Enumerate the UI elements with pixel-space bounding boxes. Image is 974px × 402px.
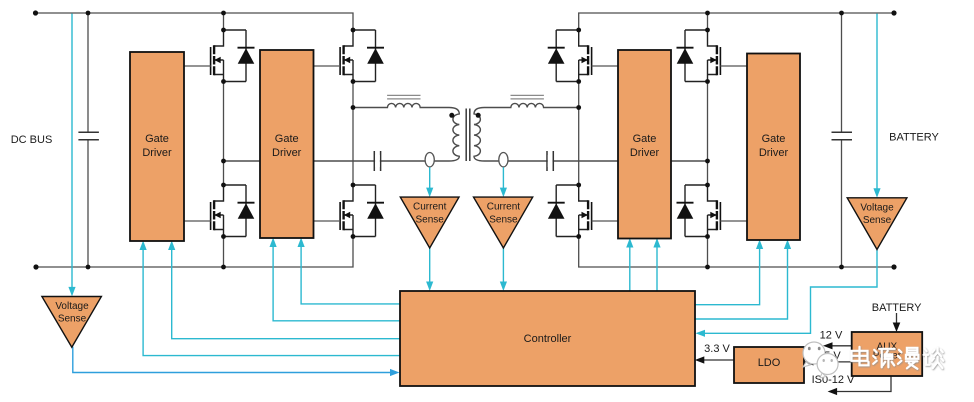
svg-text:IS0-12 V: IS0-12 V (812, 374, 855, 386)
svg-text:Gate: Gate (275, 133, 299, 145)
svg-text:Driver: Driver (630, 147, 660, 159)
svg-text:Current: Current (413, 202, 447, 213)
svg-text:Driver: Driver (759, 147, 789, 159)
svg-text:Controller: Controller (524, 333, 572, 345)
svg-text:Voltage: Voltage (860, 203, 894, 214)
svg-text:BATTERY: BATTERY (889, 132, 939, 144)
svg-text:Driver: Driver (142, 147, 172, 159)
svg-text:Sense: Sense (58, 314, 87, 325)
svg-text:Sense: Sense (489, 215, 518, 226)
svg-text:Gate: Gate (145, 133, 169, 145)
svg-text:Current: Current (487, 202, 521, 213)
svg-text:Sense: Sense (863, 215, 892, 226)
svg-text:3.3 V: 3.3 V (704, 343, 730, 355)
svg-text:Gate: Gate (762, 133, 786, 145)
svg-text:12 V: 12 V (820, 329, 843, 341)
svg-text:Voltage: Voltage (55, 301, 89, 312)
svg-text:Sense: Sense (416, 215, 445, 226)
svg-text:BATTERY: BATTERY (872, 302, 922, 314)
svg-text:AUX: AUX (877, 342, 898, 353)
svg-text:LDO: LDO (758, 357, 781, 369)
svg-text:Gate: Gate (633, 133, 657, 145)
svg-text:Driver: Driver (272, 147, 302, 159)
svg-text:DC BUS: DC BUS (11, 134, 53, 146)
